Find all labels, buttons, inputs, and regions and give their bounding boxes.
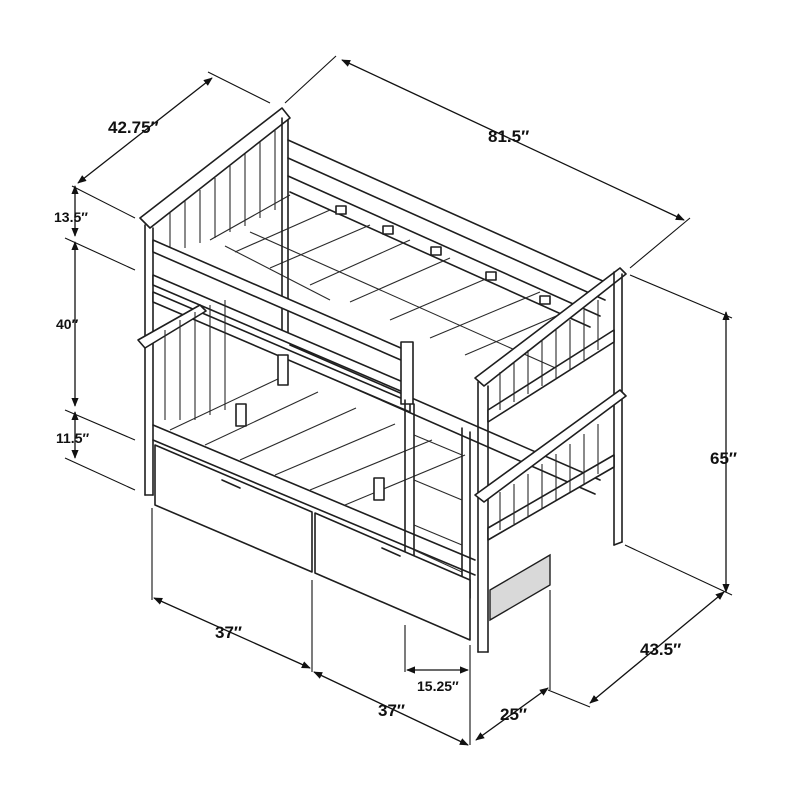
bottom-bunk-frame [152,354,476,576]
bottom-left-headboard [137,300,226,420]
depth-top-dimension [77,77,213,184]
ladder-depth-dimension [475,687,549,741]
depth-bottom-label: 43.5″ [640,640,682,659]
top-slat-clip-1 [335,205,347,215]
guardrail-post [400,341,414,405]
top-slat-clip-5 [539,295,551,305]
depth-top-label: 42.75″ [108,118,159,137]
ladder [404,399,471,599]
bottom-center-support-2 [373,477,385,501]
front-legs [144,494,623,653]
right-headboard [474,267,627,653]
middle-support-leg [277,354,289,386]
bottom-clearance-label: 11.5″ [56,430,90,446]
bunk-bed-drawing [137,107,627,653]
top-slat-clip-2 [382,225,394,235]
bunk-gap-label: 40″ [56,316,79,332]
bottom-center-support [235,403,247,427]
total-height-label: 65″ [710,449,738,468]
drawer-2 [314,512,471,641]
drawer-2-width-dimension [313,671,469,746]
drawer-2-handle [381,547,401,557]
top-slat-clip-3 [430,246,442,256]
dimension-lines [64,55,733,746]
top-slat-clip-4 [485,271,497,281]
top-bunk-slats [209,194,576,371]
drawer-1-handle [221,479,241,489]
top-front-guardrail [152,239,414,413]
storage-drawers [154,444,551,641]
length-label: 81.5″ [488,127,530,146]
depth-bottom-dimension [589,591,725,704]
rail-height-label: 13.5″ [54,209,88,225]
ladder-depth-label: 25″ [500,705,528,724]
length-dimension [341,59,685,221]
drawer-1-width-dimension [153,597,311,669]
ladder-offset-label: 15.25″ [417,678,459,694]
drawer-2-width-label: 37″ [378,701,406,720]
drawer-side-panel [489,553,551,622]
drawer-1 [154,444,313,573]
drawer-1-width-label: 37″ [215,623,243,642]
